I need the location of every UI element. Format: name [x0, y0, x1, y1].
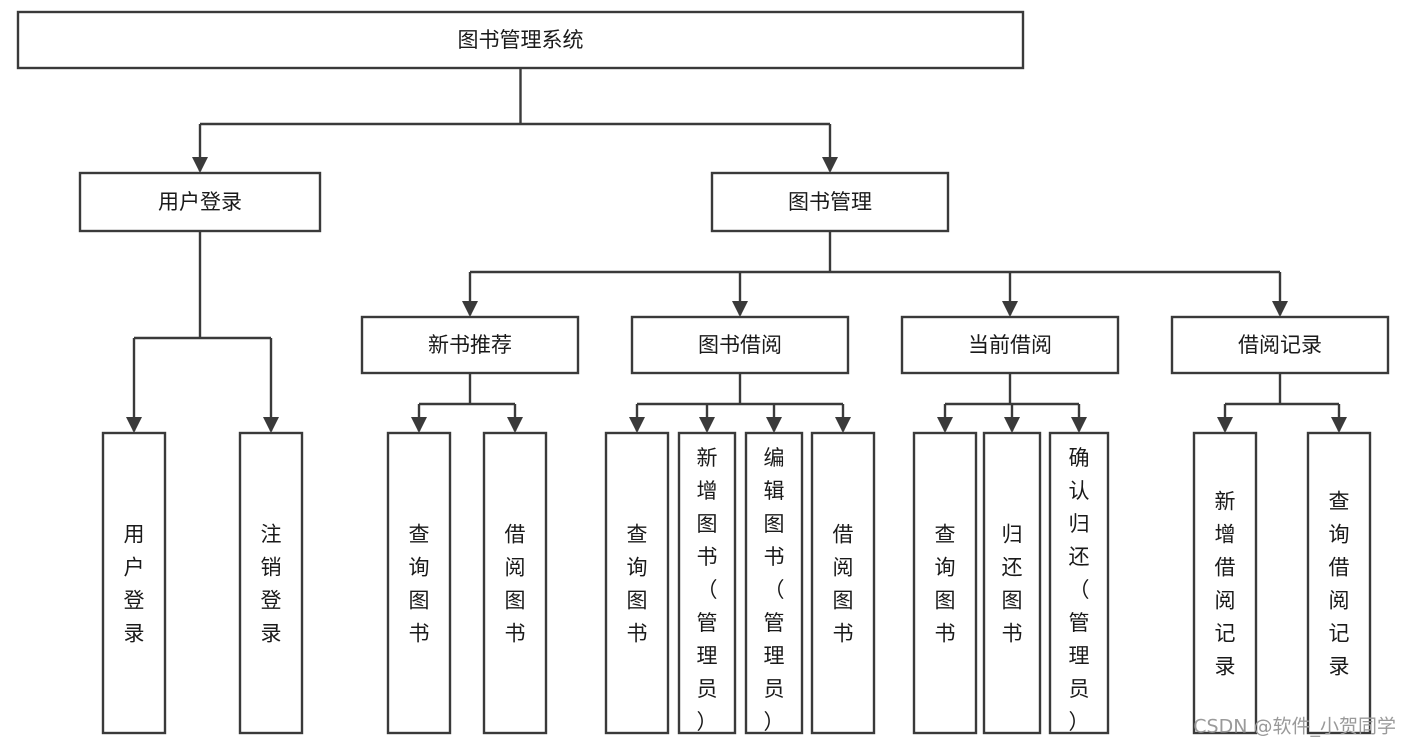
arrow-head-leaf-logout — [263, 417, 279, 433]
node-box-leaf-user-login[interactable] — [101, 431, 167, 735]
arrow-head-leaf-return-books — [1004, 417, 1020, 433]
node-leaf-add-book-admin[interactable]: 新增图书（管理员） — [677, 431, 737, 735]
node-user-login[interactable]: 用户登录 — [78, 171, 322, 233]
node-leaf-user-login[interactable]: 用户登录 — [101, 431, 167, 735]
arrow-head-current-borrow — [1002, 301, 1018, 317]
node-label-leaf-return-books: 归还图书 — [1002, 523, 1023, 646]
csdn-watermark: CSDN @软件_小贺同学 — [1193, 716, 1396, 738]
node-box-leaf-query-borrow-record[interactable] — [1306, 431, 1372, 735]
node-box-leaf-logout[interactable] — [238, 431, 304, 735]
node-label-leaf-query-books-current: 查询图书 — [935, 523, 956, 646]
arrow-head-book-management — [822, 157, 838, 173]
node-label-root: 图书管理系统 — [458, 28, 584, 52]
node-current-borrow[interactable]: 当前借阅 — [900, 315, 1120, 375]
node-leaf-return-books[interactable]: 归还图书 — [982, 431, 1042, 735]
node-box-leaf-return-books[interactable] — [982, 431, 1042, 735]
node-label-current-borrow: 当前借阅 — [968, 333, 1052, 357]
node-root[interactable]: 图书管理系统 — [16, 10, 1025, 70]
node-label-leaf-confirm-return-admin: 确认归还（管理员） — [1069, 446, 1090, 734]
arrow-head-leaf-confirm-return-admin — [1071, 417, 1087, 433]
arrow-head-new-book-recommend — [462, 301, 478, 317]
node-label-borrow-records: 借阅记录 — [1238, 333, 1322, 357]
node-box-root[interactable] — [16, 10, 1025, 70]
node-layer: 图书管理系统用户登录图书管理新书推荐图书借阅当前借阅借阅记录用户登录注销登录查询… — [16, 10, 1390, 735]
arrow-head-leaf-edit-book-admin — [766, 417, 782, 433]
node-leaf-borrow-books-recommend[interactable]: 借阅图书 — [482, 431, 548, 735]
node-label-leaf-add-book-admin: 新增图书（管理员） — [697, 446, 718, 734]
connector-layer — [126, 68, 1347, 433]
node-new-book-recommend[interactable]: 新书推荐 — [360, 315, 580, 375]
arrow-head-leaf-user-login — [126, 417, 142, 433]
node-label-leaf-borrow-books: 借阅图书 — [833, 523, 854, 646]
node-box-book-borrow[interactable] — [630, 315, 850, 375]
node-box-leaf-add-borrow-record[interactable] — [1192, 431, 1258, 735]
node-box-leaf-add-book-admin[interactable] — [677, 431, 737, 735]
node-box-book-management[interactable] — [710, 171, 950, 233]
node-leaf-add-borrow-record[interactable]: 新增借阅记录 — [1192, 431, 1258, 735]
node-box-current-borrow[interactable] — [900, 315, 1120, 375]
arrow-head-leaf-borrow-books-recommend — [507, 417, 523, 433]
node-leaf-query-books-recommend[interactable]: 查询图书 — [386, 431, 452, 735]
node-box-borrow-records[interactable] — [1170, 315, 1390, 375]
node-label-leaf-logout: 注销登录 — [261, 523, 282, 646]
node-label-leaf-add-borrow-record: 新增借阅记录 — [1215, 490, 1236, 679]
node-borrow-records[interactable]: 借阅记录 — [1170, 315, 1390, 375]
node-label-leaf-query-books-borrow: 查询图书 — [627, 523, 648, 646]
node-box-leaf-confirm-return-admin[interactable] — [1048, 431, 1110, 735]
node-label-leaf-user-login: 用户登录 — [124, 523, 145, 646]
node-box-user-login[interactable] — [78, 171, 322, 233]
node-book-management[interactable]: 图书管理 — [710, 171, 950, 233]
node-leaf-query-borrow-record[interactable]: 查询借阅记录 — [1306, 431, 1372, 735]
node-label-leaf-edit-book-admin: 编辑图书（管理员） — [764, 446, 785, 734]
node-box-leaf-borrow-books[interactable] — [810, 431, 876, 735]
arrow-head-leaf-query-books-borrow — [629, 417, 645, 433]
node-label-leaf-query-books-recommend: 查询图书 — [409, 523, 430, 646]
arrow-head-borrow-records — [1272, 301, 1288, 317]
node-label-book-management: 图书管理 — [788, 190, 872, 214]
arrow-head-leaf-query-borrow-record — [1331, 417, 1347, 433]
arrow-head-book-borrow — [732, 301, 748, 317]
arrow-head-leaf-add-book-admin — [699, 417, 715, 433]
arrow-head-leaf-borrow-books — [835, 417, 851, 433]
node-box-leaf-query-books-current[interactable] — [912, 431, 978, 735]
arrow-head-leaf-query-books-current — [937, 417, 953, 433]
node-leaf-borrow-books[interactable]: 借阅图书 — [810, 431, 876, 735]
node-box-leaf-query-books-borrow[interactable] — [604, 431, 670, 735]
node-label-new-book-recommend: 新书推荐 — [428, 333, 512, 357]
node-label-book-borrow: 图书借阅 — [698, 333, 782, 357]
node-box-leaf-borrow-books-recommend[interactable] — [482, 431, 548, 735]
node-leaf-edit-book-admin[interactable]: 编辑图书（管理员） — [744, 431, 804, 735]
node-leaf-logout[interactable]: 注销登录 — [238, 431, 304, 735]
node-book-borrow[interactable]: 图书借阅 — [630, 315, 850, 375]
node-leaf-query-books-borrow[interactable]: 查询图书 — [604, 431, 670, 735]
node-label-leaf-query-borrow-record: 查询借阅记录 — [1329, 490, 1350, 679]
node-leaf-query-books-current[interactable]: 查询图书 — [912, 431, 978, 735]
node-leaf-confirm-return-admin[interactable]: 确认归还（管理员） — [1048, 431, 1110, 735]
node-box-leaf-edit-book-admin[interactable] — [744, 431, 804, 735]
arrow-head-user-login — [192, 157, 208, 173]
node-box-new-book-recommend[interactable] — [360, 315, 580, 375]
arrow-head-leaf-add-borrow-record — [1217, 417, 1233, 433]
node-box-leaf-query-books-recommend[interactable] — [386, 431, 452, 735]
node-label-leaf-borrow-books-recommend: 借阅图书 — [505, 523, 526, 646]
arrow-head-leaf-query-books-recommend — [411, 417, 427, 433]
node-label-user-login: 用户登录 — [158, 190, 242, 214]
